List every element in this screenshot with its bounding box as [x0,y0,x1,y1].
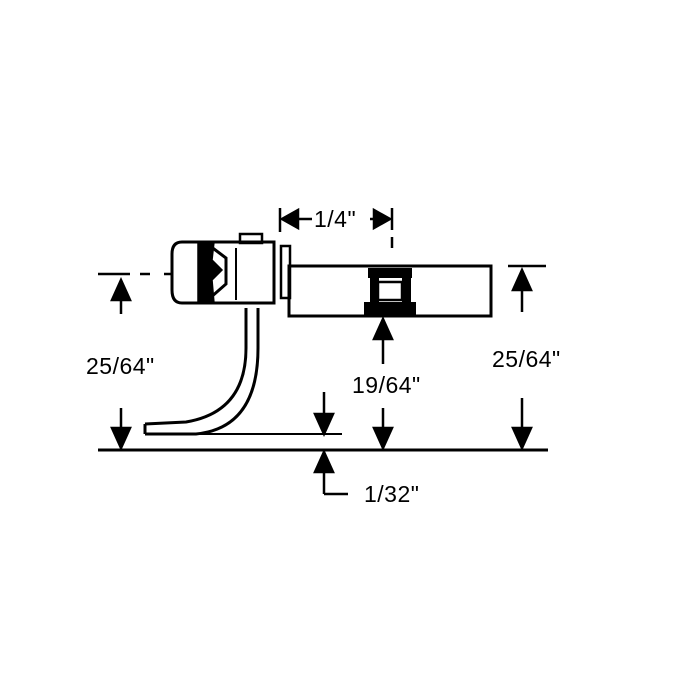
center-height-label: 19/64" [352,372,421,398]
center-post [364,268,416,315]
arrow-up-icon [372,315,394,341]
right-height-dimension [508,264,546,452]
left-height-dimension [98,272,172,452]
mounting-plate [279,244,292,300]
width-label: 1/4" [314,206,356,232]
arrow-right-icon [279,207,300,231]
arrow-left-icon [372,207,393,231]
arrow-up-icon [110,276,132,302]
left-height-label: 25/64" [86,353,155,379]
arrow-down-icon [511,426,533,452]
width-dimension-line [278,207,394,248]
arrow-down-icon [313,412,335,438]
trip-pin [143,308,342,436]
arrow-up-icon [511,266,533,292]
center-height-dimension [372,315,394,452]
arrow-up-icon [313,448,335,474]
arrow-down-icon [110,426,132,452]
offset-label: 1/32" [364,481,419,507]
coupler-knuckle [170,232,276,305]
right-height-label: 25/64" [492,346,561,372]
arrow-down-icon [372,426,394,452]
offset-dimension [313,392,348,496]
